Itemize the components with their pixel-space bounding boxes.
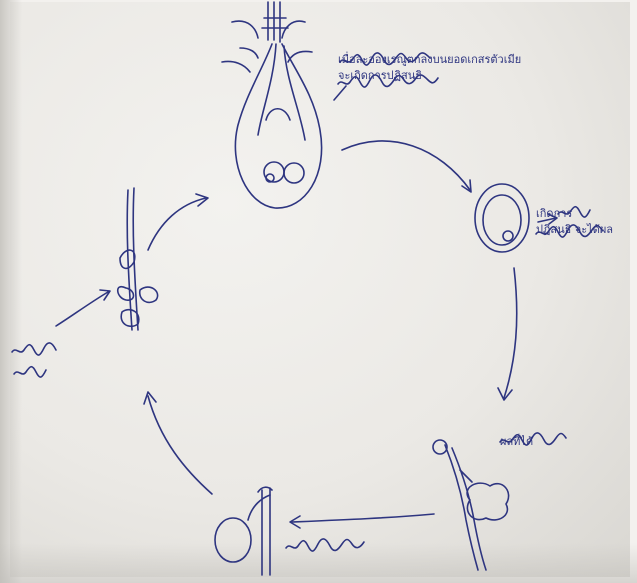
arrow-ovule-to-fruit bbox=[504, 268, 517, 398]
label-fertilization-line-2: ปฏิสนธิ จะได้ผล bbox=[536, 222, 613, 238]
arrow-flower-to-ovule bbox=[342, 141, 470, 190]
fruit-branch-drawing bbox=[433, 440, 509, 570]
germinating-seed-drawing bbox=[215, 487, 272, 575]
arrow-fruit-to-seed bbox=[292, 514, 434, 522]
handwriting-scribbles bbox=[12, 53, 602, 551]
label-fertilization-line-1: เกิดการ bbox=[536, 206, 613, 222]
label-pollination-line-1: เมื่อละอองเรณูตกลงบนยอดเกสรตัวเมีย bbox=[338, 52, 521, 68]
label-fertilization: เกิดการ ปฏิสนธิ จะได้ผล bbox=[536, 206, 613, 238]
label-fruit: ผลที่ได้ bbox=[500, 434, 533, 450]
label-pollination-line-2: จะเกิดการปฏิสนธิ bbox=[338, 68, 521, 84]
flower-ovary-drawing bbox=[222, 2, 322, 208]
ovule-drawing bbox=[475, 184, 529, 252]
label-pollination: เมื่อละอองเรณูตกลงบนยอดเกสรตัวเมีย จะเกิ… bbox=[338, 52, 521, 84]
label-fruit-text: ผลที่ได้ bbox=[500, 434, 533, 450]
arrow-seed-to-plant bbox=[148, 396, 212, 494]
arrow-to-top-label bbox=[334, 86, 346, 100]
young-plant-drawing bbox=[118, 188, 158, 330]
